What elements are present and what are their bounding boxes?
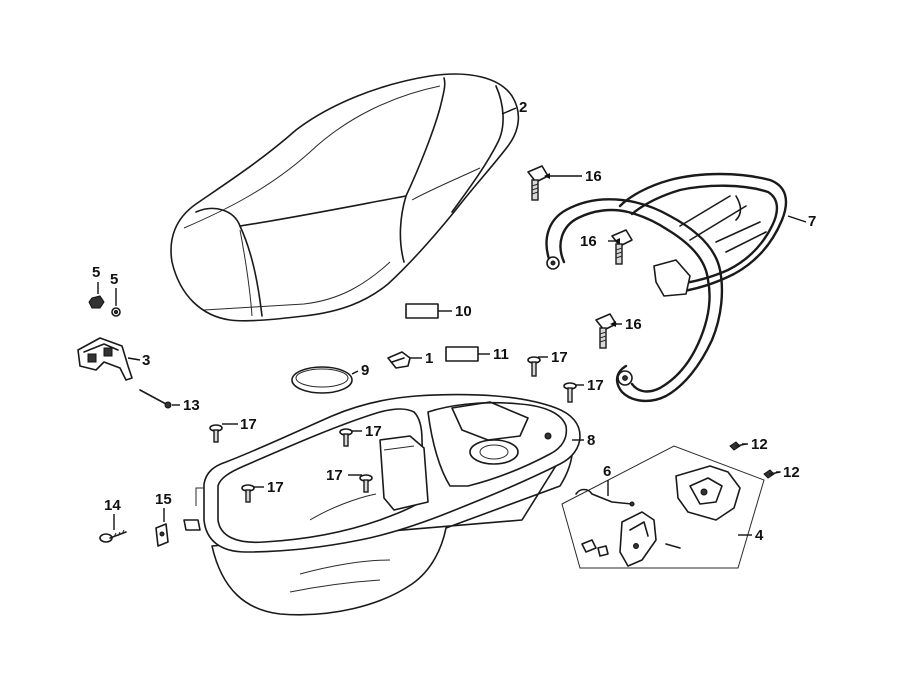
bolt-16-b (611, 229, 633, 265)
screw-17-d (339, 428, 353, 447)
callout-9: 9 (361, 362, 369, 379)
callout-10: 10 (455, 303, 472, 320)
callout-16a: 16 (585, 168, 602, 185)
tapping-screw-14 (99, 529, 127, 543)
callout-3: 3 (142, 352, 150, 369)
callout-8: 8 (587, 432, 595, 449)
callout-16b: 16 (580, 233, 597, 250)
callout-2: 2 (519, 99, 527, 116)
screw-17-c (209, 424, 223, 443)
screw-17-e (241, 484, 255, 503)
callout-6: 6 (603, 463, 611, 480)
label-sticker-10 (405, 303, 439, 319)
seat (170, 73, 520, 322)
callout-15: 15 (155, 491, 172, 508)
part-callouts: 2 16 16 16 7 5 5 3 13 9 1 10 11 17 17 17… (92, 99, 816, 544)
seat-lock-assembly (561, 441, 781, 569)
speed-nut-15 (155, 523, 169, 547)
screw-17-b (563, 382, 577, 403)
leader-lines (97, 107, 807, 536)
callout-17d: 17 (365, 423, 382, 440)
round-cover (291, 366, 353, 394)
callout-4: 4 (755, 527, 764, 544)
clip (387, 351, 411, 369)
rear-carrier (545, 172, 788, 403)
nut-5-b (111, 307, 121, 317)
long-bolt-13 (139, 389, 172, 409)
callout-17a: 17 (551, 349, 568, 366)
screw-17-a (527, 356, 541, 377)
bolt-16-a (527, 165, 549, 201)
bolt-16-c (595, 313, 617, 349)
callout-13: 13 (183, 397, 200, 414)
callout-5a: 5 (92, 264, 100, 281)
callout-12a: 12 (751, 436, 768, 453)
callout-17b: 17 (587, 377, 604, 394)
luggage-box (183, 393, 581, 616)
callout-1: 1 (425, 350, 433, 367)
callout-17c: 17 (240, 416, 257, 433)
callout-7: 7 (808, 213, 816, 230)
callout-12b: 12 (783, 464, 800, 481)
nut-5-a (88, 295, 105, 309)
callout-11: 11 (493, 346, 509, 363)
seat-hinge-bracket (77, 337, 133, 381)
screw-17-f (359, 474, 373, 493)
callout-5b: 5 (110, 271, 118, 288)
callout-16c: 16 (625, 316, 642, 333)
callout-17e: 17 (267, 479, 284, 496)
callout-14: 14 (104, 497, 121, 514)
callout-17f: 17 (326, 467, 343, 484)
label-sticker-11 (445, 346, 479, 362)
